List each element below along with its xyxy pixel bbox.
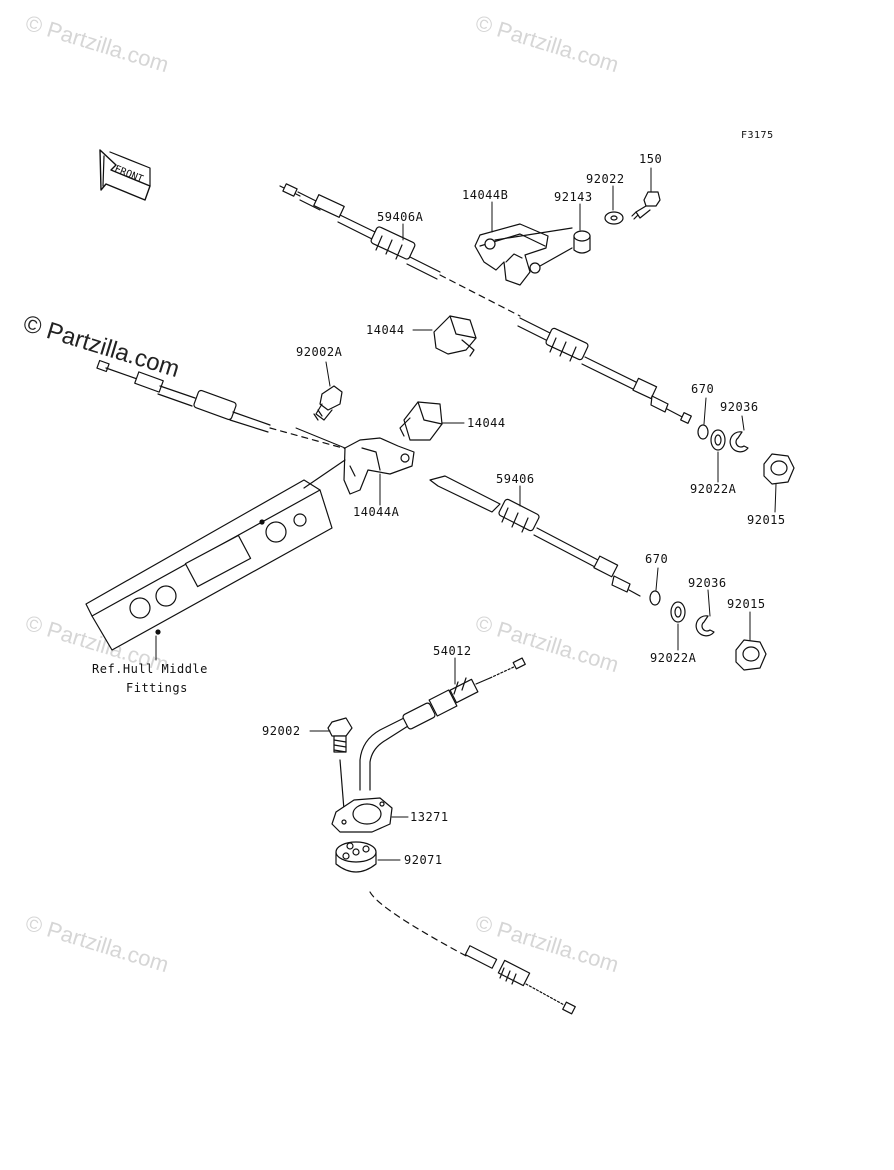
ref-hull-line1: Ref.Hull Middle (92, 662, 208, 676)
washer-92022 (604, 211, 624, 225)
o-ring-670-bottom (649, 590, 661, 606)
ref-hull-line2: Fittings (126, 681, 188, 695)
cable-lower (369, 891, 576, 1015)
part-label-92036-bottom[interactable]: 92036 (688, 576, 727, 590)
bolt-92002A (313, 385, 343, 421)
nut-92015-bottom (735, 639, 767, 671)
clamp-14044-mid (399, 401, 443, 441)
part-label-92036-top[interactable]: 92036 (720, 400, 759, 414)
part-label-14044B[interactable]: 14044B (462, 188, 509, 202)
leader-lines (155, 167, 777, 861)
cable-59406A (279, 183, 692, 424)
clip-92036-bottom (695, 615, 715, 637)
part-label-92022A-bottom[interactable]: 92022A (650, 651, 697, 665)
o-ring-670-top (697, 424, 709, 440)
bolt-150 (631, 191, 661, 220)
part-label-92015-bottom[interactable]: 92015 (727, 597, 766, 611)
cable-59406 (429, 475, 641, 597)
plate-13271 (331, 797, 393, 833)
bracket-14044A (343, 437, 415, 495)
part-label-54012[interactable]: 54012 (433, 644, 472, 658)
bolt-92002 (327, 717, 353, 811)
diagram-code: F3175 (741, 130, 774, 141)
washer-92022A-bottom (670, 601, 686, 623)
cable-54012 (359, 657, 526, 791)
part-label-14044-top[interactable]: 14044 (366, 323, 405, 337)
part-label-14044-mid[interactable]: 14044 (467, 416, 506, 430)
nut-92015-top (763, 453, 795, 485)
part-label-92002[interactable]: 92002 (262, 724, 301, 738)
cable-lower-left (96, 359, 351, 451)
part-label-14044A[interactable]: 14044A (353, 505, 400, 519)
washer-92022A-top (710, 429, 726, 451)
part-label-59406A[interactable]: 59406A (377, 210, 424, 224)
clamp-14044-top (433, 315, 477, 357)
front-arrow-icon: FRONT (99, 149, 151, 201)
part-label-150[interactable]: 150 (639, 152, 663, 166)
spacer-92143 (573, 230, 591, 254)
part-label-92022[interactable]: 92022 (586, 172, 625, 186)
part-label-13271[interactable]: 13271 (410, 810, 449, 824)
part-label-670-bottom[interactable]: 670 (645, 552, 669, 566)
part-label-59406[interactable]: 59406 (496, 472, 535, 486)
bracket-14044B (474, 223, 573, 286)
part-label-92022A-top[interactable]: 92022A (690, 482, 737, 496)
part-label-92002A[interactable]: 92002A (296, 345, 343, 359)
part-label-92071[interactable]: 92071 (404, 853, 443, 867)
part-label-92143[interactable]: 92143 (554, 190, 593, 204)
clip-92036-top (729, 431, 749, 453)
hull-middle-fittings-plate (85, 459, 346, 651)
part-label-92015-top[interactable]: 92015 (747, 513, 786, 527)
grommet-92071 (335, 841, 377, 873)
part-label-670-top[interactable]: 670 (691, 382, 715, 396)
